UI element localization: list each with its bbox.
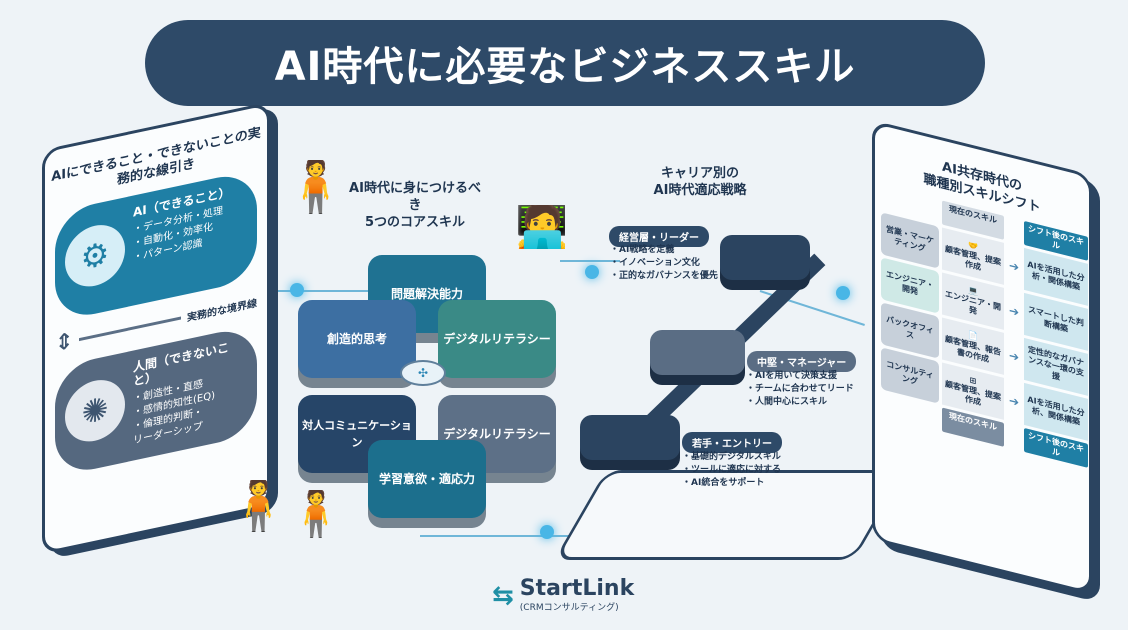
- glow-node-icon: [540, 525, 554, 539]
- list-item: ・人間中心にスキル: [746, 397, 828, 407]
- page-title: AI時代に必要なビジネススキル: [145, 20, 985, 106]
- career-title-line: キャリア別の: [660, 166, 739, 181]
- list-item: ・AI統合をサポート: [682, 478, 765, 488]
- entry-list: ・基礎的デジタルスキル ・ツールに適応に対する ・AI統合をサポート: [682, 451, 781, 490]
- up-down-arrow-icon: ⇕: [55, 328, 74, 358]
- startlink-logo: ⇆ StartLink (CRMコンサルティング): [492, 576, 635, 614]
- list-item: ・チームに合わせてリード: [746, 384, 854, 394]
- core-skills-title-line: AI時代に身につけるべき: [349, 181, 481, 213]
- link-arrows-icon: ⇆: [492, 580, 514, 611]
- entry-step-icon: [580, 415, 680, 460]
- gear-icon: ⚙: [65, 219, 125, 293]
- connector-line: [270, 290, 390, 292]
- businessman-figure-icon: 🧍: [282, 160, 338, 214]
- level-badge-executive: 経営層・リーダー: [609, 226, 709, 247]
- arrow-right-icon: ➔: [1008, 258, 1020, 275]
- cell-text: AIを活用した分析・関係構築: [1027, 259, 1085, 292]
- cell-text: スマートした判断構築: [1028, 304, 1084, 334]
- boundary-line: [79, 316, 181, 342]
- connector-line: [560, 260, 620, 262]
- manager-list: ・AIを用いて決策支援 ・チームに合わせてリード ・人間中心にスキル: [746, 370, 854, 409]
- glow-node-icon: [585, 265, 599, 279]
- list-item: ・基礎的デジタルスキル: [682, 452, 781, 462]
- logo-name: StartLink: [519, 576, 635, 601]
- list-item: ・AI戦略を定義: [610, 245, 675, 255]
- cell-text: 定性的なガバナンスな一環の支援: [1028, 344, 1084, 382]
- skill-shift-panel: AI共存時代の 職種別スキルシフト 現在のスキル シフト後のスキル 営業・マーケ…: [872, 120, 1092, 595]
- core-skills-title-line: 5つのコアスキル: [364, 215, 466, 230]
- logo-subtitle: (CRMコンサルティング): [519, 603, 619, 613]
- level-badge-manager: 中堅・マネージャー: [747, 351, 857, 372]
- level-badge-entry: 若手・エントリー: [682, 432, 782, 453]
- cell-text: AIを活用した分析、関係構築: [1027, 394, 1085, 427]
- list-item: ・AIを用いて決策支援: [746, 371, 838, 381]
- connector-line: [420, 535, 590, 537]
- person-with-laptop-icon: 🧑‍💻: [515, 205, 565, 249]
- skill-shift-table: 現在のスキル シフト後のスキル 営業・マーケティング 🤝顧客管理、提案作成 ➔ …: [875, 184, 1089, 468]
- tile-label: 問題解決能力: [390, 286, 463, 301]
- arrow-right-icon: ➔: [1008, 348, 1020, 365]
- glow-node-icon: [836, 286, 850, 300]
- network-hub-icon: ✣: [400, 360, 446, 386]
- tile-label: デジタルリテラシー: [443, 331, 551, 346]
- core-skills-title: AI時代に身につけるべき 5つのコアスキル: [345, 180, 485, 231]
- arrow-right-icon: ➔: [1008, 303, 1020, 320]
- boundary-label: 実務的な境界線: [187, 298, 257, 325]
- skill-tile-communication: 対人コミュニケーション: [298, 395, 416, 473]
- executive-list: ・AI戦略を定義 ・イノベーション文化 ・正的なガバナンスを優先: [610, 244, 718, 283]
- skill-tile-digital-literacy-2: デジタルリテラシー: [438, 395, 556, 473]
- businesswoman-figure-icon: 🧍: [226, 480, 280, 532]
- tile-label: 学習意欲・適応力: [378, 471, 475, 486]
- career-title: キャリア別の AI時代適応戦略: [640, 165, 760, 199]
- list-item: ・イノベーション文化: [610, 258, 700, 268]
- tile-label: デジタルリテラシー: [443, 426, 551, 441]
- manager-step-icon: [650, 330, 745, 375]
- career-title-line: AI時代適応戦略: [653, 183, 747, 198]
- arrow-right-icon: ➔: [1008, 393, 1020, 410]
- glow-node-icon: [290, 283, 304, 297]
- person-with-tablet-icon: 🧍: [286, 490, 336, 538]
- tile-label: 対人コミュニケーション: [302, 419, 412, 449]
- skill-tile-digital-literacy: デジタルリテラシー: [438, 300, 556, 378]
- list-item: ・ツールに適応に対する: [682, 465, 782, 475]
- executive-step-icon: [720, 235, 810, 280]
- list-item: ・正的なガバナンスを優先: [610, 271, 718, 281]
- brain-icon: ✺: [65, 374, 125, 448]
- tile-label: 創造的思考: [326, 331, 387, 346]
- skill-tile-learning-adaptability: 学習意欲・適応力: [368, 440, 486, 518]
- skill-tile-creative-thinking: 創造的思考: [298, 300, 416, 378]
